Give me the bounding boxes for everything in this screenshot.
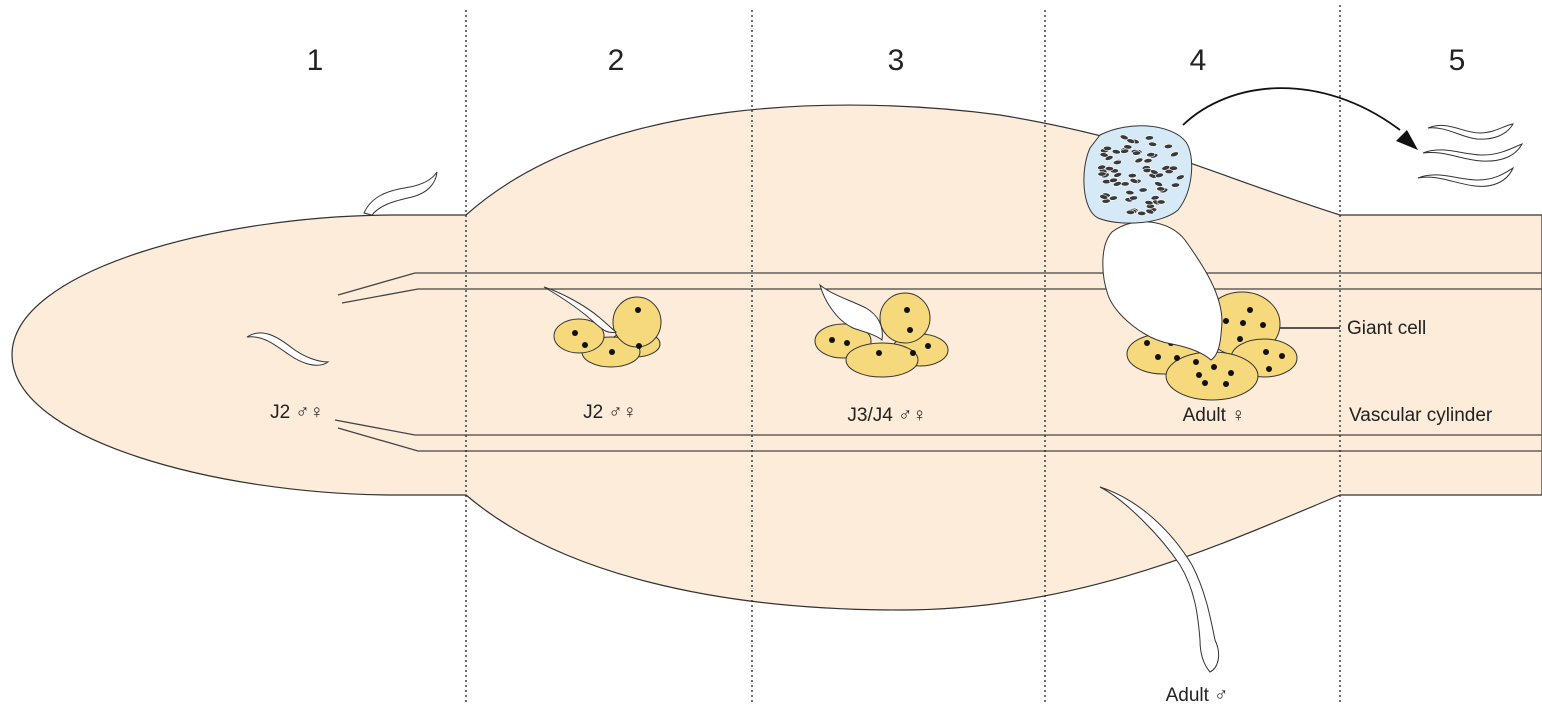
adult-male-nematode bbox=[1099, 486, 1220, 673]
egg bbox=[1108, 195, 1118, 201]
egg bbox=[1138, 187, 1148, 193]
egg bbox=[1104, 166, 1114, 172]
egg bbox=[1148, 141, 1158, 147]
egg bbox=[1170, 151, 1179, 158]
arrow-head bbox=[1396, 130, 1418, 150]
egg bbox=[1126, 138, 1136, 144]
giant-cells-stage-3 bbox=[814, 292, 949, 378]
label-adult-male: Adult ♂ bbox=[1166, 685, 1229, 706]
nuclei-stage-2 bbox=[572, 307, 642, 355]
label-stage-3: J3/J4 ♂♀ bbox=[847, 405, 926, 426]
egg bbox=[1129, 195, 1138, 201]
egg bbox=[1125, 190, 1135, 196]
egg bbox=[1169, 165, 1179, 171]
nematode-j2-feeding bbox=[543, 286, 618, 333]
egg bbox=[1129, 178, 1139, 184]
egg bbox=[1137, 210, 1147, 216]
egg bbox=[1156, 186, 1166, 192]
egg bbox=[1163, 143, 1173, 149]
nematode-j2-migrating bbox=[246, 332, 330, 366]
egg bbox=[1108, 177, 1118, 183]
egg bbox=[1120, 181, 1130, 187]
label-stage-1: J2 ♂♀ bbox=[270, 402, 324, 423]
label-stage-2: J2 ♂♀ bbox=[583, 402, 637, 423]
root-body bbox=[11, 104, 1542, 611]
nuclei-stage-3 bbox=[829, 307, 931, 356]
egg bbox=[1125, 209, 1135, 215]
stage-number-1: 1 bbox=[307, 44, 324, 77]
egg bbox=[1154, 181, 1163, 187]
egg bbox=[1097, 171, 1107, 177]
egg bbox=[1104, 155, 1114, 161]
stage-number-5: 5 bbox=[1449, 44, 1466, 77]
egg bbox=[1097, 164, 1107, 170]
egg bbox=[1112, 159, 1122, 165]
label-giant-cell: Giant cell bbox=[1347, 318, 1426, 339]
egg bbox=[1144, 200, 1154, 206]
egg bbox=[1175, 174, 1185, 181]
egg bbox=[1120, 148, 1130, 154]
egg bbox=[1099, 194, 1109, 200]
nematode-j3-j4 bbox=[819, 283, 883, 341]
egg bbox=[1144, 135, 1154, 141]
egg bbox=[1111, 149, 1121, 155]
egg bbox=[1127, 173, 1137, 179]
stage-dividers bbox=[465, 5, 1341, 705]
hatching-arrow bbox=[1182, 87, 1401, 131]
egg bbox=[1154, 172, 1164, 178]
nuclei-stage-4 bbox=[1144, 307, 1285, 387]
egg bbox=[1145, 208, 1155, 215]
egg bbox=[1132, 150, 1142, 156]
stage-number-4: 4 bbox=[1190, 44, 1207, 77]
egg bbox=[1123, 144, 1133, 150]
hatched-juveniles bbox=[1417, 123, 1524, 187]
egg bbox=[1146, 152, 1156, 158]
label-vascular-cylinder: Vascular cylinder bbox=[1349, 405, 1493, 426]
egg bbox=[1156, 199, 1166, 205]
egg bbox=[1161, 165, 1171, 171]
eggs bbox=[1097, 134, 1185, 216]
egg bbox=[1171, 182, 1180, 188]
egg bbox=[1113, 181, 1122, 187]
stage-number-2: 2 bbox=[608, 44, 625, 77]
egg bbox=[1143, 158, 1153, 164]
stage-number-3: 3 bbox=[888, 44, 905, 77]
egg bbox=[1134, 157, 1144, 164]
adult-female-nematode bbox=[1102, 221, 1223, 361]
label-stage-4: Adult ♀ bbox=[1183, 405, 1246, 426]
egg bbox=[1113, 172, 1123, 178]
nematode-j2-entering bbox=[363, 171, 438, 216]
egg bbox=[1103, 145, 1112, 151]
